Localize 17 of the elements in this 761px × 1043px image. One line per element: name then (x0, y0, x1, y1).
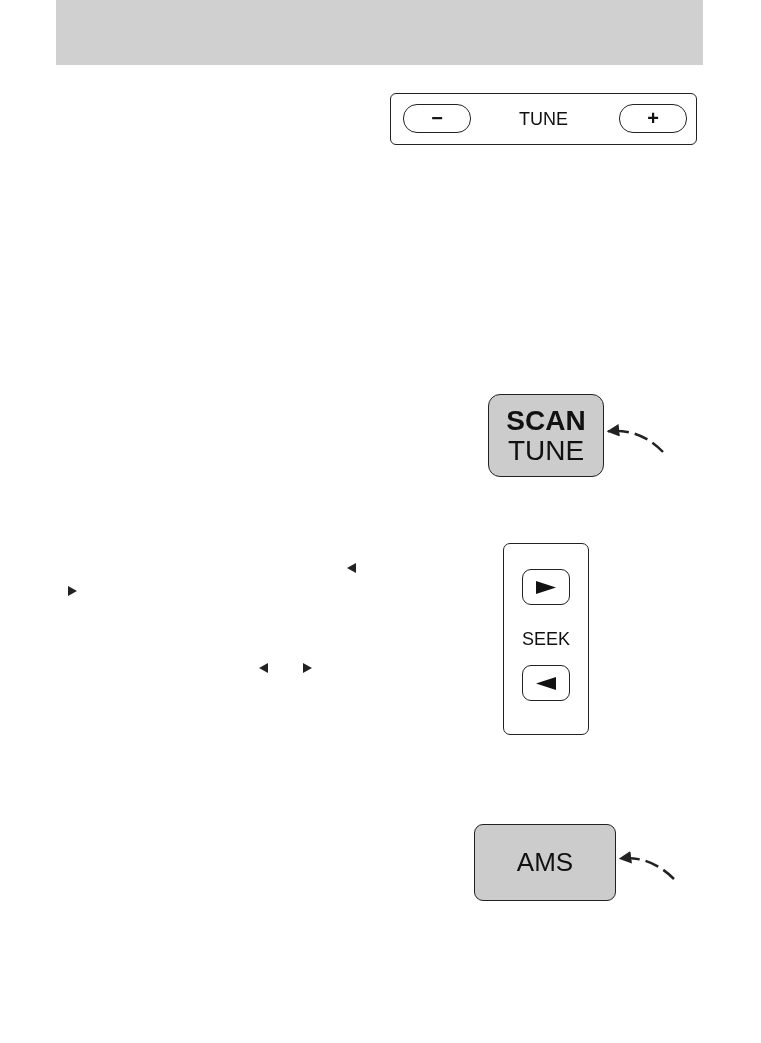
curved-arrow (618, 851, 675, 880)
tune-control-panel (390, 93, 697, 145)
seek-down-button (522, 665, 570, 701)
button-label: TUNE (519, 109, 568, 129)
scan-tune-button (488, 394, 604, 477)
button-label: + (647, 108, 659, 129)
seek-up-button (522, 569, 570, 605)
button-label: AMS (516, 848, 574, 877)
curved-arrow (606, 424, 664, 453)
button-label: TUNE (507, 435, 585, 465)
seek-control-panel (503, 543, 589, 735)
button-label-heading: SCAN (506, 406, 586, 436)
button-label: SEEK (522, 630, 570, 649)
tune-down-button (403, 104, 471, 133)
ams-button (474, 824, 616, 901)
tune-up-button (619, 104, 687, 133)
button-label: − (431, 108, 443, 129)
